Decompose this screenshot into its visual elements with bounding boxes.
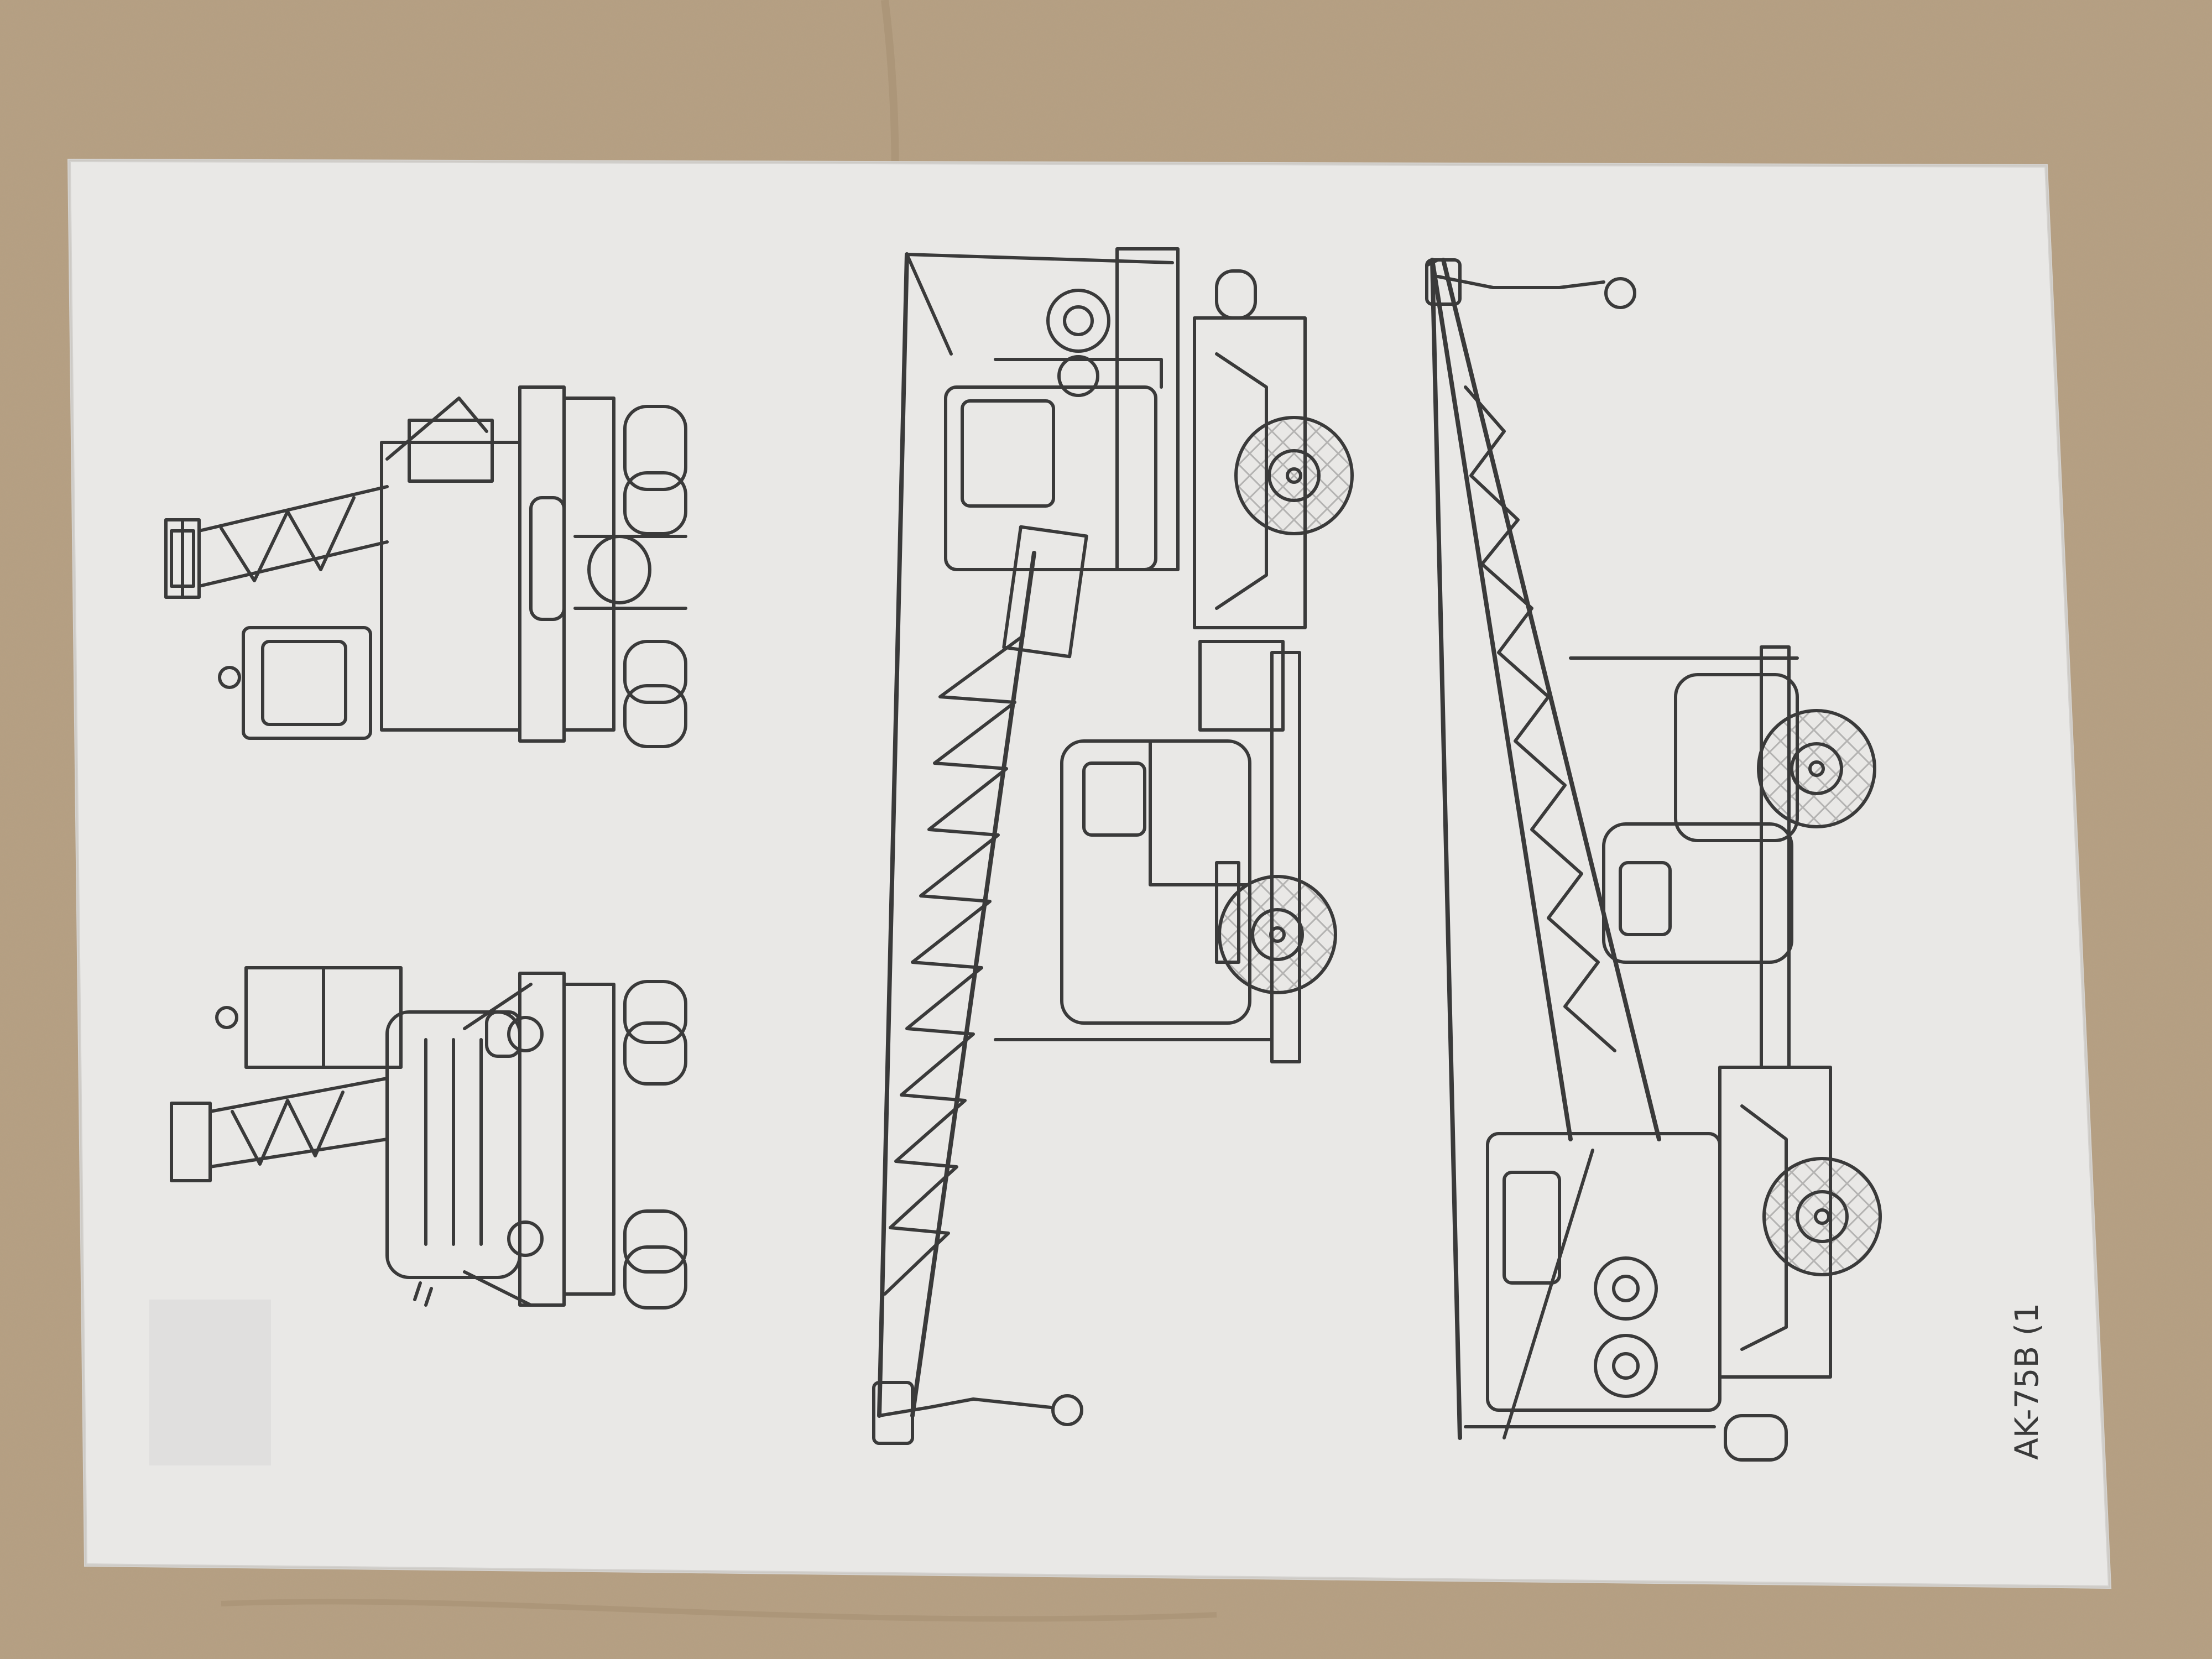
front-wheel-left — [1218, 875, 1337, 994]
crane-rear-view — [164, 385, 687, 748]
lattice-boom-left — [883, 634, 1025, 1296]
crane-side-view-left — [872, 247, 1354, 1445]
lattice-boom-right — [1464, 385, 1616, 1052]
model-label: AK-75B (130) — [2008, 1305, 2046, 1460]
faded-stamp — [149, 1300, 271, 1465]
operator-cab-right — [1486, 1132, 1721, 1412]
front-wheel-right — [1757, 709, 1876, 828]
operator-cab-left — [944, 385, 1157, 571]
model-label-area: AK-75B (130) — [2008, 1305, 2046, 1460]
rear-wheel-left — [1234, 416, 1354, 535]
truck-cab-right — [1602, 822, 1793, 964]
crane-front-view — [170, 966, 687, 1310]
crane-side-view-right — [1425, 258, 1882, 1462]
paper-sheet — [67, 158, 2112, 1589]
rear-wheel-right — [1762, 1157, 1882, 1276]
